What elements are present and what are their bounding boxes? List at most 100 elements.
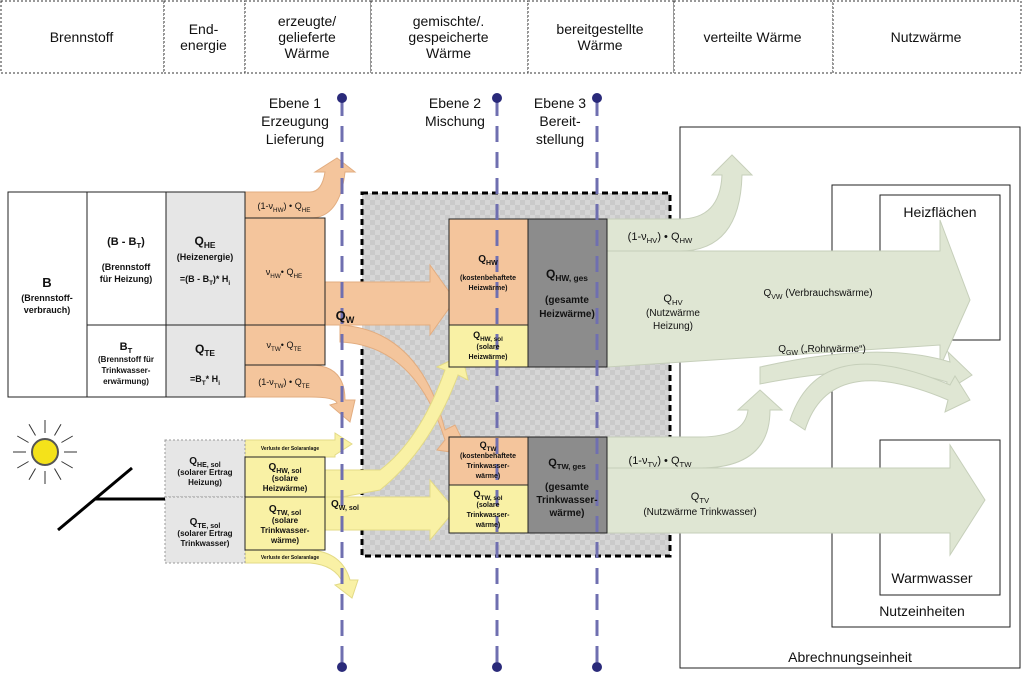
text-segment: Verluste der Solaranlage [261,446,320,452]
qhe-sol-desc: (solarer Ertrag [177,468,232,477]
loss-hv-label: (1-νHV) • QHW [628,231,693,245]
text-segment: (Brennstoff [102,262,151,272]
bt-desc2: Trinkwasser- [102,366,151,375]
abrechnungseinheit-label: Abrechnungseinheit [788,649,912,665]
subscript: GW [786,350,798,357]
subscript: VW [771,294,783,301]
text-segment: (1-ν [258,201,274,211]
text-segment: Q [473,489,480,499]
text-segment: (solare [477,344,500,351]
tw-loss-arrow-gen [244,364,356,423]
text-segment: (solarer Ertrag [177,529,232,538]
subscript: HW, sol [480,336,503,343]
qhe-formula: =(B - BT)* Hi [180,274,231,287]
subscript: TW [274,383,284,390]
subscript: TE, sol [197,523,220,530]
text-segment: Q [195,234,204,248]
subscript: HW, ges [555,273,588,283]
qw-label: QW [336,308,355,325]
header-label: Wärme [577,37,622,53]
qhw-desc: (kostenbehaftete [460,275,516,282]
text-segment: Q [663,293,672,305]
text-segment: (1-ν [629,455,648,467]
solar-loss-bottom [244,549,359,599]
level-1-title: Ebene 1 [269,95,321,111]
text-segment: (1-ν [258,377,274,387]
subscript: HV [647,236,659,245]
text-segment: (solare [272,516,299,525]
qhw-desc2: Heizwärme) [469,285,508,292]
subscript: T [202,380,206,387]
text-segment: wärme) [270,536,299,545]
qhw-cell [448,218,529,326]
subscript: HE [293,273,302,280]
text-segment: verbrauch) [24,305,71,315]
text-segment: Ebene 2 [429,95,481,111]
text-segment: Ebene 1 [269,95,321,111]
header-label: erzeugte/ [278,13,336,29]
nu-hw-label: νHW• QHE [266,267,302,280]
text-segment: ) • Q [284,201,302,211]
text-segment: Q [268,462,276,473]
level-lines [340,100,599,665]
header-label: gespeicherte [408,29,488,45]
text-segment: (kostenbehaftete [460,275,516,282]
text-segment: * H [206,374,219,384]
header-label: verteilte Wärme [703,29,801,45]
level-3-title: Ebene 3 [534,95,586,111]
text-segment: (gesamte [545,482,589,493]
qtw-sol-desc2: Trinkwasser- [467,512,510,519]
solar-loss-bottom-label: Verluste der Solaranlage [261,555,320,561]
text-segment: wärme) [475,473,501,480]
bh-label: (B - BT) [107,236,145,250]
text-segment: Ebene 3 [534,95,586,111]
qtw-desc: (kostenbehaftete [460,453,516,460]
b-cell [7,191,88,398]
qhw-sol-gen-label: QHW, sol [268,462,301,475]
level-2-title: Ebene 2 [429,95,481,111]
text-segment: Trinkwasser) [181,539,230,548]
text-segment: Heizung) [653,321,693,332]
qtw-sol-desc3: wärme) [475,522,501,529]
qte-sol-desc: (solarer Ertrag [177,529,232,538]
qhv-label: QHV [663,293,683,307]
qhw-sol-desc: (solare [477,344,500,351]
text-segment: für Heizung) [100,274,153,284]
bt-desc: (Brennstoff für [98,355,154,364]
text-segment: Q [331,499,339,510]
nu-tw-cell [244,324,326,366]
header-cell [244,0,372,74]
level-2-sub: Mischung [425,113,485,129]
b-desc2: verbrauch) [24,305,71,315]
text-segment: Q [763,288,771,299]
subscript: T [136,241,141,250]
qhw-label: QHW [478,254,498,267]
text-segment: Q [189,456,197,467]
qtw-ges-label: QTW, ges [548,457,586,471]
text-segment: ν [267,340,272,350]
qtw-sol-gen-desc2: Trinkwasser- [261,526,310,535]
subscript: TV [647,460,658,469]
text-segment: Q [336,308,346,323]
header-label: End- [189,21,219,37]
text-segment: Q [473,330,480,340]
text-segment: Lieferung [266,131,324,147]
subscript: W, sol [339,505,359,512]
loss-hw-label: (1-νHW) • QHE [258,201,311,214]
text-segment: • Q [281,267,294,277]
text-segment: ) [141,236,145,248]
qtw-ges-desc: (gesamte [545,482,589,493]
b-label: B [42,275,51,290]
qtw-ges-desc3: wärme) [548,508,584,519]
text-segment: wärme) [548,508,584,519]
text-segment: erwärmung) [103,377,149,386]
text-segment: wärme) [475,522,501,529]
text-segment: Heizwärme) [469,285,508,292]
text-segment: (1-ν [628,231,647,243]
level-3-sub2: stellung [536,131,584,147]
subscript: TE [293,346,301,353]
text-segment: Q [546,267,555,281]
distribution-flows [606,154,986,557]
qhw-sol-desc2: Heizwärme) [469,354,508,361]
